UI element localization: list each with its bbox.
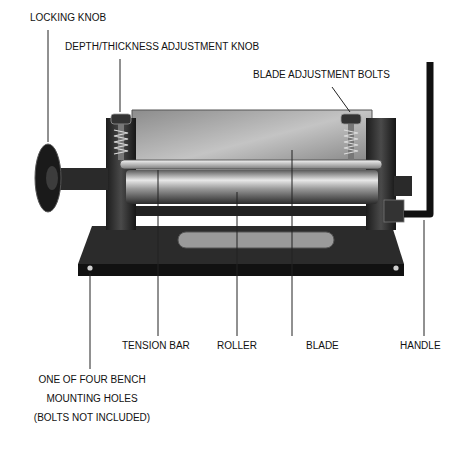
handle	[404, 62, 430, 214]
leader-line	[158, 170, 159, 336]
leader-line	[237, 192, 238, 336]
right-shaft	[394, 176, 412, 196]
depth-knob-right	[341, 114, 361, 160]
part-label: BLADE	[305, 336, 340, 355]
roller	[126, 170, 378, 204]
illustration-part	[118, 124, 124, 160]
leader-line	[90, 273, 91, 369]
leader-line	[48, 30, 49, 142]
base-slot	[178, 232, 334, 248]
mounting-hole	[393, 265, 398, 270]
leader-lines	[48, 30, 424, 369]
right-gear	[384, 200, 404, 222]
frame-bar	[136, 206, 366, 216]
part-label: TENSION BAR	[121, 336, 191, 355]
mounting-hole	[87, 265, 92, 270]
leader-line	[332, 87, 350, 112]
depth-knob-left	[111, 114, 131, 160]
leader-line	[120, 59, 121, 112]
part-label: HANDLE	[399, 336, 442, 355]
knob-shaft	[58, 168, 108, 190]
part-label: DEPTH/THICKNESS ADJUSTMENT KNOB	[64, 37, 260, 56]
illustration-part	[341, 114, 361, 124]
illustration-part	[348, 124, 354, 160]
base-front	[78, 264, 404, 276]
illustration-part	[344, 130, 358, 154]
illustration-part	[111, 114, 131, 124]
part-label: LOCKING KNOB	[29, 8, 107, 27]
part-label: ONE OF FOUR BENCH MOUNTING HOLES (BOLTS …	[27, 370, 157, 427]
locking-knob	[35, 144, 61, 212]
tension-bar	[120, 160, 382, 169]
leader-line	[292, 150, 293, 336]
locking-knob-hub	[46, 166, 58, 190]
base-top	[78, 226, 404, 264]
part-label: ROLLER	[216, 336, 258, 355]
part-label: BLADE ADJUSTMENT BOLTS	[252, 65, 391, 84]
leader-line	[424, 220, 425, 336]
illustration-part	[114, 130, 128, 154]
